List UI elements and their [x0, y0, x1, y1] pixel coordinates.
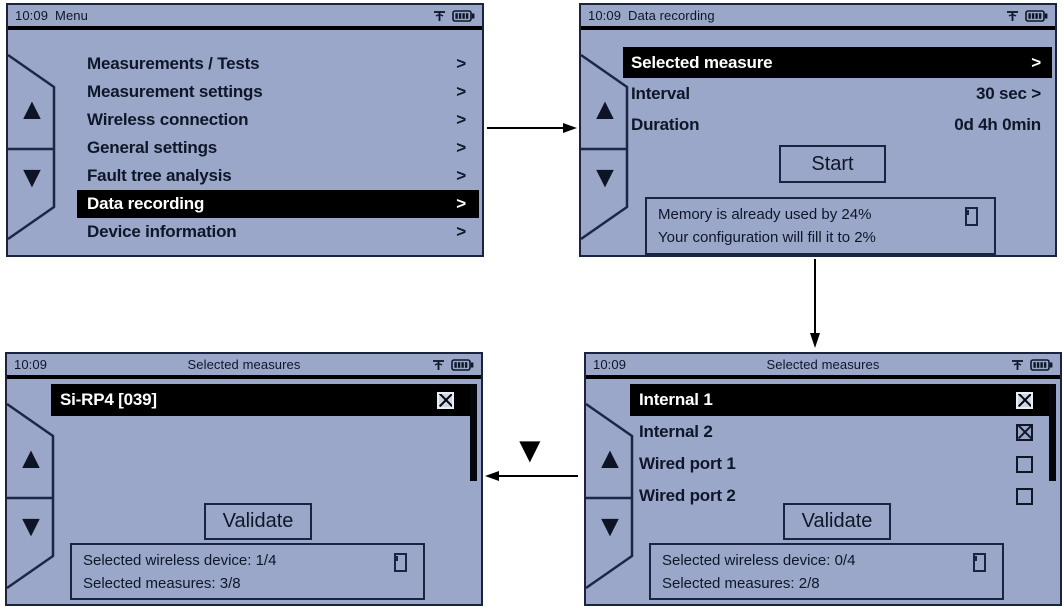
- scroll-down-icon[interactable]: ▼: [590, 161, 620, 194]
- scroll-down-icon[interactable]: ▼: [16, 510, 46, 543]
- setting-interval[interactable]: Interval 30 sec >: [631, 83, 1041, 103]
- scrollbar[interactable]: [1049, 384, 1056, 481]
- memory-card-icon: [973, 553, 986, 572]
- menu-item-measurements-tests[interactable]: Measurements / Tests >: [87, 54, 466, 73]
- battery-icon: [1025, 9, 1048, 22]
- screen-selected-measures-wireless: 10:09 Selected measures: [5, 352, 483, 606]
- menu-item-general-settings[interactable]: General settings >: [87, 138, 466, 157]
- scroll-up-icon[interactable]: ▲: [590, 93, 620, 126]
- measure-item-wired-port-2[interactable]: Wired port 2: [630, 480, 1053, 512]
- memory-card-icon: [394, 553, 407, 572]
- measure-item-wired-port-1[interactable]: Wired port 1: [630, 448, 1053, 480]
- selection-summary-line1: Selected wireless device: 0/4: [662, 552, 856, 569]
- title-bar: 10:09 Selected measures: [7, 354, 481, 379]
- selection-summary-line1: Selected wireless device: 1/4: [83, 552, 277, 569]
- selection-summary: Selected wireless device: 0/4 Selected m…: [649, 543, 1004, 600]
- scroll-down-icon[interactable]: ▼: [17, 161, 47, 194]
- menu-item-measurement-settings[interactable]: Measurement settings >: [87, 82, 466, 101]
- menu-item-data-recording[interactable]: Data recording >: [77, 190, 479, 218]
- scroll-up-icon[interactable]: ▲: [16, 442, 46, 475]
- checkbox-icon[interactable]: [1016, 391, 1033, 409]
- checkbox-icon[interactable]: [1016, 455, 1033, 473]
- checkbox-icon[interactable]: [1016, 487, 1033, 505]
- checkbox-icon[interactable]: [1016, 423, 1033, 441]
- wireless-icon: [431, 359, 446, 371]
- nav-key-gutter: ▲ ▼: [7, 380, 57, 594]
- setting-selected-measure[interactable]: Selected measure >: [623, 47, 1052, 78]
- screen-title: Selected measures: [187, 357, 301, 372]
- measure-list: Si-RP4 [039]: [51, 384, 474, 416]
- screen-data-recording: 10:09 Data recording: [579, 3, 1057, 257]
- nav-key-gutter: ▲ ▼: [581, 31, 631, 245]
- measure-item-internal-1[interactable]: Internal 1: [630, 384, 1053, 416]
- screen-title: Menu: [55, 8, 88, 23]
- screen-selected-measures-ports: 10:09 Selected measures: [584, 352, 1062, 606]
- title-bar: 10:09 Data recording: [581, 5, 1055, 30]
- measure-list: Internal 1 Internal 2 Wired port 1 Wired…: [630, 384, 1053, 512]
- validate-button[interactable]: Validate: [204, 503, 312, 540]
- flow-arrow-down-icon: [806, 259, 824, 354]
- chevron-right-icon: >: [456, 82, 466, 101]
- down-key-symbol-icon: ▼: [512, 429, 548, 470]
- wireless-icon: [1005, 10, 1020, 22]
- selection-summary-line2: Selected measures: 2/8: [662, 574, 820, 592]
- selection-summary-line2: Selected measures: 3/8: [83, 574, 241, 592]
- wireless-icon: [432, 10, 447, 22]
- settings-list: Selected measure > Interval 30 sec > Dur…: [623, 47, 1052, 140]
- menu-list: Measurements / Tests > Measurement setti…: [77, 50, 479, 246]
- title-bar: 10:09 Menu: [8, 5, 482, 30]
- chevron-right-icon: >: [1031, 52, 1041, 72]
- checkbox-icon[interactable]: [437, 391, 454, 409]
- battery-icon: [1030, 358, 1053, 371]
- battery-icon: [451, 358, 474, 371]
- clock-label: 10:09: [15, 8, 49, 23]
- screen-menu: 10:09 Menu: [6, 3, 484, 257]
- screen-title: Selected measures: [766, 357, 880, 372]
- scroll-down-icon[interactable]: ▼: [595, 510, 625, 543]
- battery-icon: [452, 9, 475, 22]
- flow-arrow-left-icon: [483, 468, 579, 489]
- chevron-right-icon: >: [456, 54, 466, 73]
- title-bar: 10:09 Selected measures: [586, 354, 1060, 379]
- start-button[interactable]: Start: [779, 145, 886, 183]
- chevron-right-icon: >: [456, 194, 466, 213]
- setting-value: 30 sec >: [975, 83, 1041, 103]
- chevron-right-icon: >: [456, 138, 466, 157]
- clock-label: 10:09: [14, 357, 48, 372]
- memory-card-icon: [965, 207, 978, 226]
- chevron-right-icon: >: [456, 110, 466, 129]
- menu-item-device-information[interactable]: Device information >: [87, 222, 466, 241]
- nav-key-gutter: ▲ ▼: [8, 31, 58, 245]
- setting-value: 0d 4h 0min: [954, 114, 1041, 134]
- scroll-up-icon[interactable]: ▲: [595, 442, 625, 475]
- clock-label: 10:09: [593, 357, 627, 372]
- memory-notice-line1: Memory is already used by 24%: [658, 206, 872, 223]
- memory-notice-line2: Your configuration will fill it to 2%: [658, 228, 876, 246]
- measure-item-internal-2[interactable]: Internal 2: [630, 416, 1053, 448]
- selection-summary: Selected wireless device: 1/4 Selected m…: [70, 543, 425, 600]
- screen-title: Data recording: [628, 8, 715, 23]
- menu-item-wireless-connection[interactable]: Wireless connection >: [87, 110, 466, 129]
- scroll-up-icon[interactable]: ▲: [17, 93, 47, 126]
- chevron-right-icon: >: [456, 222, 466, 241]
- chevron-right-icon: >: [456, 166, 466, 185]
- menu-item-fault-tree-analysis[interactable]: Fault tree analysis >: [87, 166, 466, 185]
- flow-arrow-right-icon: [486, 120, 578, 141]
- memory-notice: Memory is already used by 24% Your confi…: [645, 197, 996, 255]
- validate-button[interactable]: Validate: [783, 503, 891, 540]
- scrollbar[interactable]: [470, 384, 477, 481]
- nav-key-gutter: ▲ ▼: [586, 380, 636, 594]
- measure-item-si-rp4[interactable]: Si-RP4 [039]: [51, 384, 474, 416]
- setting-duration[interactable]: Duration 0d 4h 0min: [631, 114, 1041, 134]
- clock-label: 10:09: [588, 8, 622, 23]
- wireless-icon: [1010, 359, 1025, 371]
